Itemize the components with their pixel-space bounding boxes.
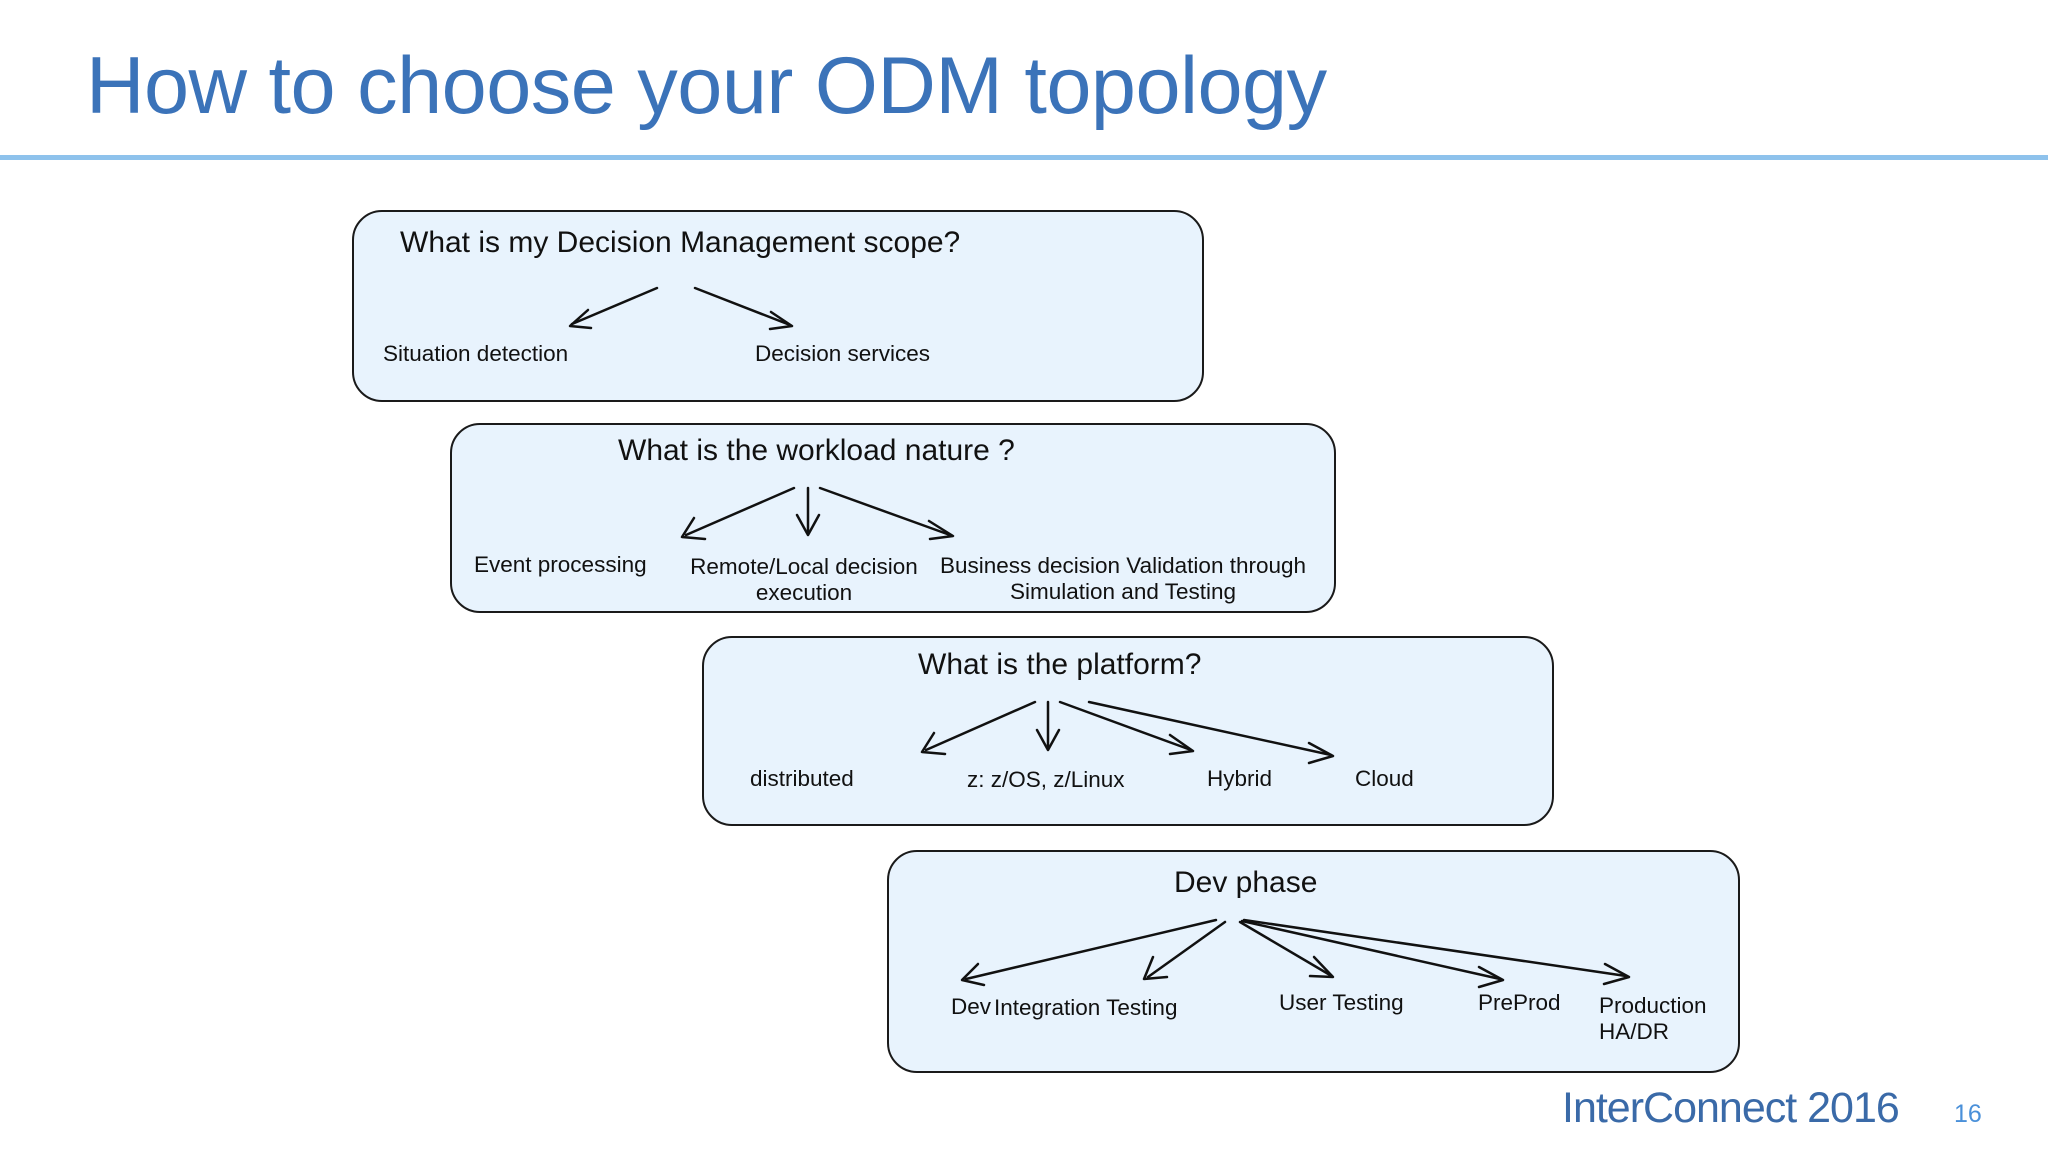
step-question-dev-phase: Dev phase [1174,866,1318,899]
step-question-scope: What is my Decision Management scope? [400,226,961,259]
title-divider [0,155,2048,160]
option-dev: Dev [951,994,992,1019]
option-decision-services: Decision services [755,341,931,366]
option-production-ha-dr: Production HA/DR [1599,993,1707,1044]
option-hybrid: Hybrid [1207,766,1273,791]
option-situation-detection: Situation detection [383,341,569,366]
slide-title: How to choose your ODM topology [86,41,1327,131]
option-preprod: PreProd [1478,990,1561,1015]
option-z-os-linux: z: z/OS, z/Linux [967,767,1125,792]
option-event-processing: Event processing [474,552,647,577]
option-business-validation: Business decision Validation through Sim… [939,553,1307,604]
interconnect-logo: InterConnect 2016 [1562,1084,1900,1132]
option-integration-testing: Integration Testing [994,995,1178,1020]
option-user-testing: User Testing [1279,990,1404,1015]
option-remote-local-execution: Remote/Local decision execution [690,554,918,605]
page-number: 16 [1954,1100,1982,1128]
step-question-platform: What is the platform? [918,648,1202,681]
option-distributed: distributed [750,766,854,791]
step-question-workload: What is the workload nature ? [618,434,1015,467]
option-cloud: Cloud [1355,766,1414,791]
